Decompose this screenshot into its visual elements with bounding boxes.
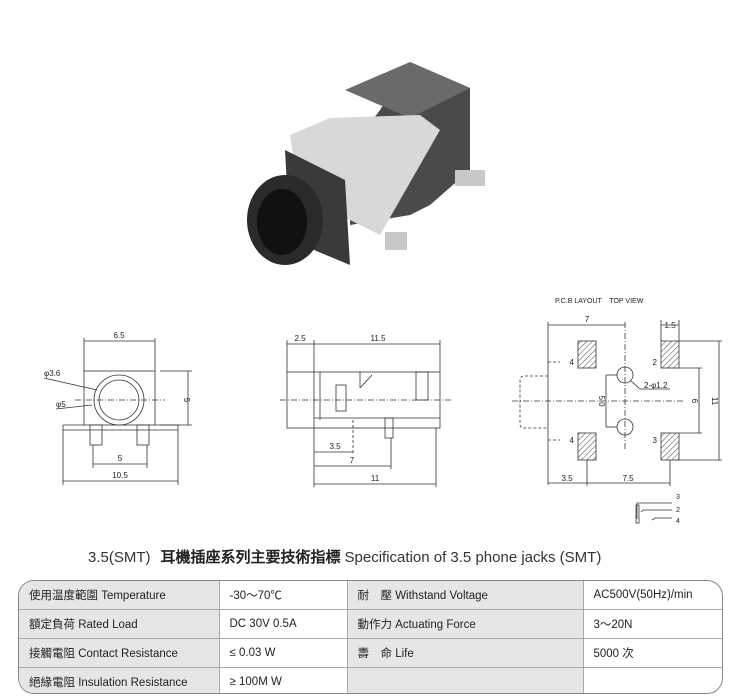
pcb-pin4-top-label: 4 [570, 358, 575, 367]
schematic-pin4: 4 [676, 518, 680, 525]
spec-value: ≤ 0.03 W [218, 638, 348, 668]
schematic-pin3: 3 [676, 494, 680, 501]
spec-label: 額定負荷 Rated Load [19, 609, 220, 639]
pcb-left-offset-dim: 3.5 [561, 474, 573, 483]
spec-value [582, 667, 722, 693]
side-view-drawing [280, 340, 452, 487]
front-width-dim: 6.5 [113, 331, 125, 340]
front-hole-inner-dim: φ3.6 [44, 369, 61, 378]
spec-label: 壽 命 Life [346, 638, 584, 668]
front-hole-outer-dim: φ5 [56, 400, 66, 409]
table-row: 額定負荷 Rated Load DC 30V 0.5A 動作力 Actuatin… [19, 609, 722, 639]
spec-value: 3～20N [582, 609, 722, 639]
pcb-pin3-label: 3 [653, 436, 658, 445]
spec-value: 5000 次 [582, 638, 722, 668]
pcb-right-offset-dim: 7.5 [622, 474, 634, 483]
spec-title-chinese: 耳機插座系列主要技術指標 [160, 549, 341, 566]
spec-label: 使用温度範圍 Temperature [19, 581, 220, 610]
spec-value: ≥ 100M W [218, 667, 348, 693]
spec-label: 絕緣電阻 Insulation Resistance [19, 667, 220, 693]
spec-title-prefix: 3.5(SMT) [88, 549, 151, 566]
table-row: 絕緣電阻 Insulation Resistance ≥ 100M W [19, 667, 722, 693]
front-pin-spacing-dim: 5 [118, 454, 123, 463]
pcb-layout-title: P.C.B LAYOUT TOP VIEW [555, 298, 644, 305]
side-pin1-dim: 3.5 [329, 442, 341, 451]
front-base-width-dim: 10.5 [112, 471, 128, 480]
spec-label [346, 667, 584, 693]
side-front-len-dim: 2.5 [294, 334, 306, 343]
spec-value: DC 30V 0.5A [218, 609, 348, 639]
pcb-pin2-label: 2 [653, 358, 658, 367]
front-view-drawing [43, 338, 192, 485]
spec-label: 耐 壓 Withstand Voltage [346, 581, 584, 610]
spec-title-english: Specification of 3.5 phone jacks (SMT) [344, 549, 602, 566]
pcb-layout-drawing [512, 320, 722, 524]
product-photo [247, 62, 485, 265]
pcb-pad-width-dim: 1.5 [664, 321, 676, 330]
schematic-pin2: 2 [676, 507, 680, 514]
spec-value: AC500V(50Hz)/min [582, 581, 722, 610]
spec-value: -30～70℃ [218, 581, 348, 610]
pcb-pin4-bottom-label: 4 [570, 436, 575, 445]
spec-table: 使用温度範圍 Temperature -30～70℃ 耐 壓 Withstand… [18, 580, 723, 694]
side-pin3-dim: 11 [371, 474, 380, 483]
pcb-total-dim: 11 [710, 397, 719, 406]
side-pin2-dim: 7 [350, 456, 355, 465]
pcb-pad-spacing-dim: 6 [690, 399, 699, 404]
spec-label: 接觸電阻 Contact Resistance [19, 638, 220, 668]
table-row: 使用温度範圍 Temperature -30～70℃ 耐 壓 Withstand… [19, 581, 722, 610]
drawings: 6.5 φ3.6 φ5 5 5 10.5 2.5 11.5 3.5 7 11 P… [43, 62, 722, 525]
pcb-width-dim: 7 [585, 315, 590, 324]
spec-label: 動作力 Actuating Force [346, 609, 584, 639]
pcb-hole-spacing-dim: 5.0 [597, 395, 606, 407]
side-body-len-dim: 11.5 [371, 334, 387, 343]
pcb-holes-dim: 2-φ1.2 [644, 381, 668, 390]
front-height-dim: 5 [182, 398, 191, 403]
table-row: 接觸電阻 Contact Resistance ≤ 0.03 W 壽 命 Lif… [19, 638, 722, 668]
